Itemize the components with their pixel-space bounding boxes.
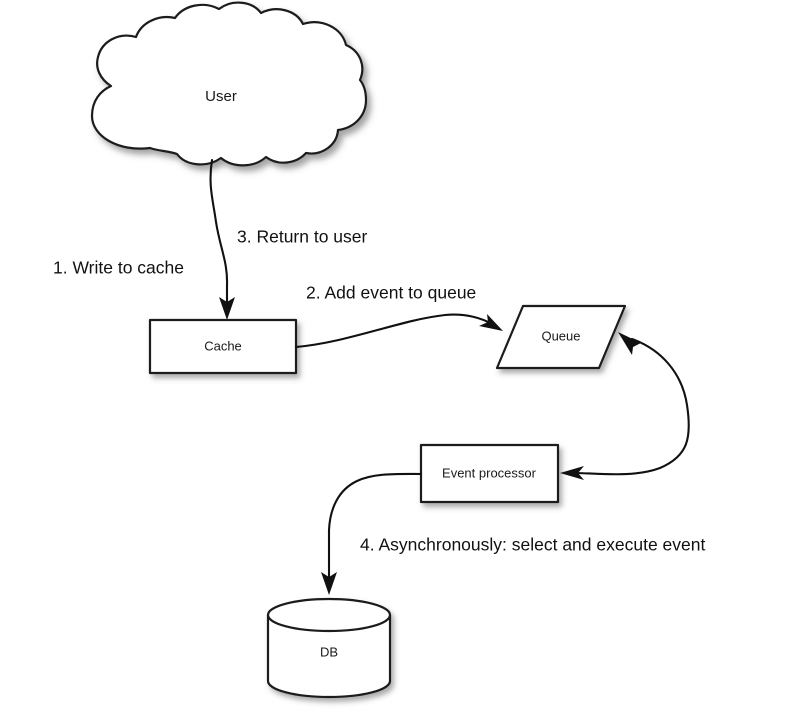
node-cache-label: Cache bbox=[204, 338, 242, 353]
edge-label-step4: 4. Asynchronously: select and execute ev… bbox=[360, 535, 705, 555]
edge-label-step3: 3. Return to user bbox=[237, 227, 368, 247]
node-db[interactable]: DB bbox=[266, 597, 392, 699]
arrowhead-into-queue bbox=[479, 314, 503, 331]
edge-event-processor-to-db bbox=[321, 472, 423, 595]
node-queue[interactable]: Queue bbox=[495, 304, 627, 370]
node-queue-label: Queue bbox=[541, 328, 580, 343]
edge-label-step2: 2. Add event to queue bbox=[306, 283, 476, 303]
node-cache[interactable]: Cache bbox=[148, 318, 298, 375]
arrowhead-into-db bbox=[321, 572, 337, 595]
node-user-label: User bbox=[205, 88, 237, 105]
arrowhead-into-queue-return bbox=[618, 332, 641, 355]
edge-label-step1: 1. Write to cache bbox=[53, 258, 184, 278]
node-db-label: DB bbox=[320, 644, 338, 659]
node-event-processor-label: Event processor bbox=[442, 465, 537, 480]
edge-user-to-cache bbox=[209, 158, 235, 320]
node-user[interactable]: User bbox=[90, 1, 368, 167]
arrowhead-into-event-processor bbox=[560, 466, 584, 480]
arrowhead-into-cache bbox=[219, 297, 235, 320]
edge-queue-event-processor-loop bbox=[560, 332, 690, 480]
edge-cache-to-queue bbox=[294, 313, 503, 349]
node-event-processor[interactable]: Event processor bbox=[419, 443, 560, 504]
